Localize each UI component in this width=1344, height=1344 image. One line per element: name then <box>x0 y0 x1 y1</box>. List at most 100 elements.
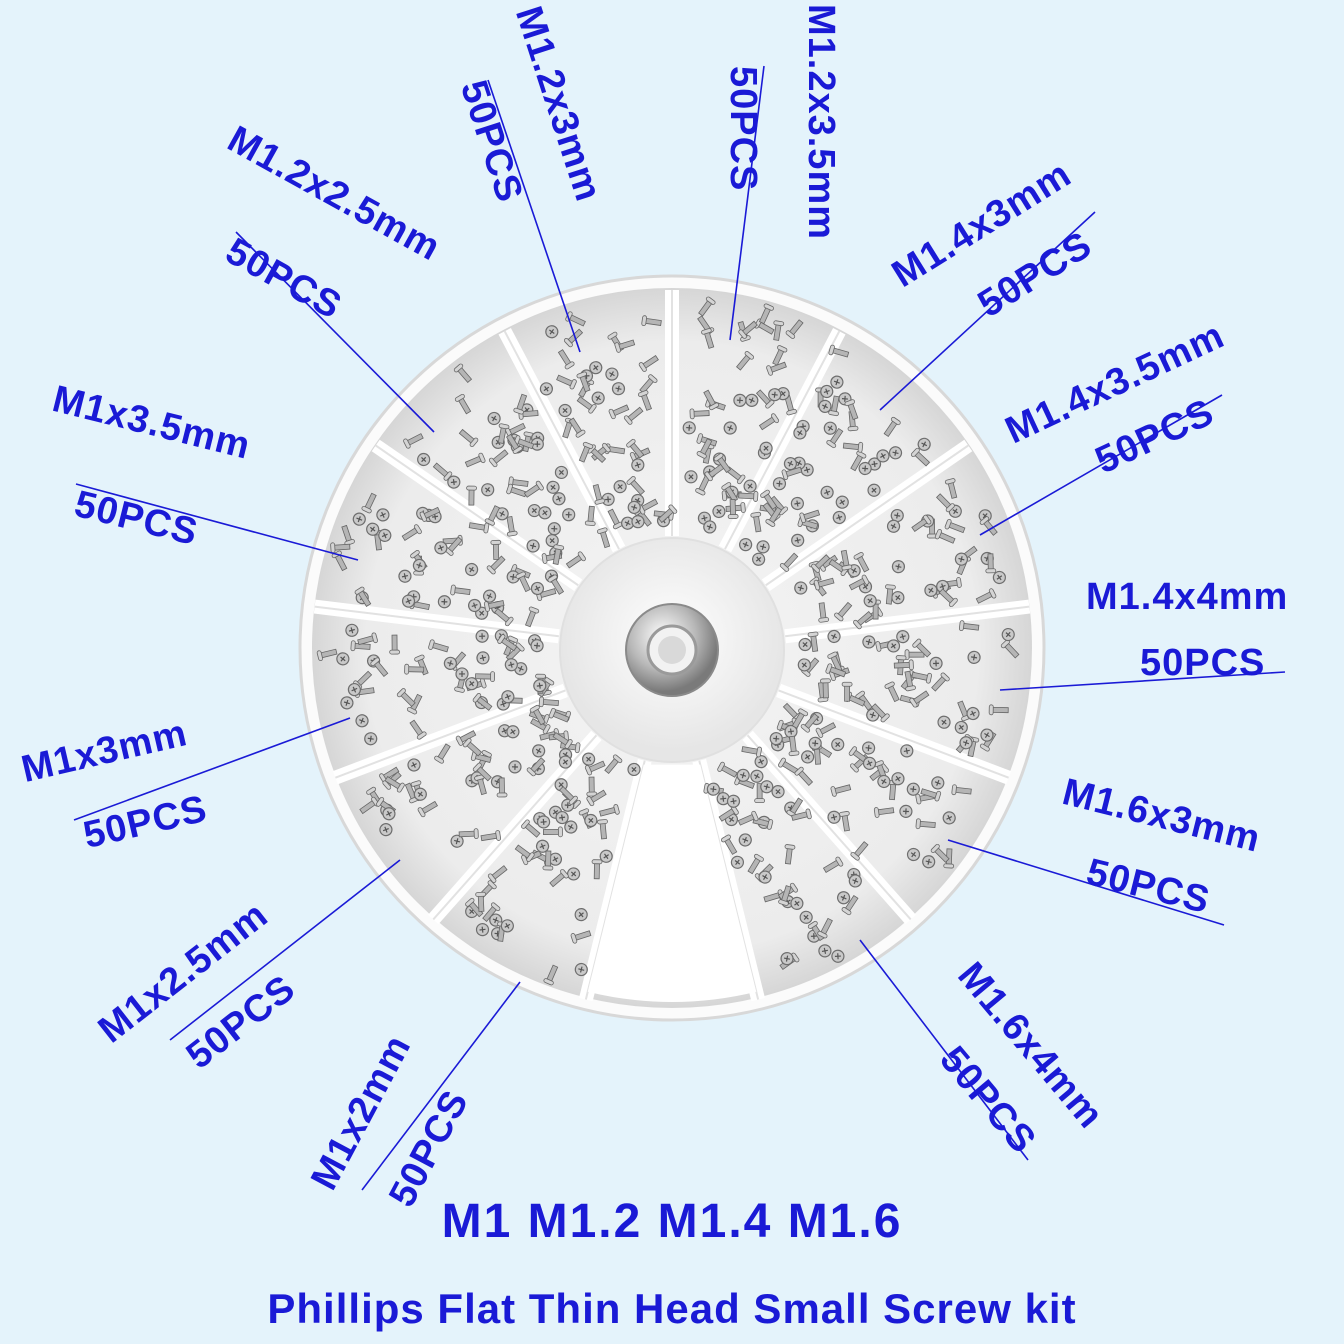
screw <box>475 923 490 937</box>
screw <box>830 375 844 389</box>
screw <box>453 363 473 384</box>
screw <box>943 848 955 869</box>
screw <box>727 499 739 520</box>
screw <box>798 637 812 652</box>
screw <box>850 450 867 472</box>
screw <box>472 693 493 711</box>
screw <box>548 852 563 866</box>
screw <box>725 466 746 485</box>
screw <box>613 480 627 494</box>
screw <box>545 325 559 339</box>
screw <box>316 648 338 661</box>
screw <box>942 811 956 825</box>
screw <box>513 393 528 415</box>
leader-line <box>859 939 1029 1161</box>
screw <box>871 703 890 723</box>
screw <box>608 404 630 420</box>
screw <box>586 789 607 807</box>
screw <box>861 741 876 755</box>
screw <box>936 493 955 513</box>
screw <box>758 870 772 884</box>
screw <box>576 371 591 393</box>
screw <box>862 635 876 649</box>
screw <box>893 659 914 671</box>
screw <box>820 678 831 699</box>
screw <box>793 426 807 440</box>
screw <box>361 492 377 514</box>
screw <box>454 672 467 693</box>
screw <box>934 529 956 544</box>
screw <box>542 850 554 871</box>
screw <box>458 828 479 839</box>
screw <box>723 421 737 435</box>
screw <box>791 533 805 547</box>
screw <box>450 584 471 596</box>
screw <box>790 496 804 511</box>
screw <box>484 505 501 526</box>
screw <box>738 491 759 502</box>
screw <box>578 441 594 463</box>
screw <box>481 483 495 497</box>
screw <box>840 549 853 571</box>
screw <box>601 492 615 507</box>
screw <box>750 511 762 533</box>
screw <box>591 859 603 880</box>
screw <box>357 632 378 646</box>
screw <box>944 519 966 534</box>
screw <box>817 917 833 939</box>
screw <box>526 539 540 553</box>
screw <box>750 769 764 783</box>
screw <box>703 520 717 534</box>
screw <box>508 760 522 774</box>
divider-edge <box>765 444 969 587</box>
screw <box>721 482 739 503</box>
screw <box>552 492 566 506</box>
screw <box>825 663 847 678</box>
screw <box>888 446 903 460</box>
screw <box>944 478 958 499</box>
screw <box>835 495 849 509</box>
screw <box>543 964 559 986</box>
screw <box>379 823 393 837</box>
screw <box>417 452 431 467</box>
screw <box>773 320 785 341</box>
screw <box>487 411 501 426</box>
screw <box>347 682 361 697</box>
screw <box>370 657 389 677</box>
screw <box>384 775 405 793</box>
screw <box>954 720 968 735</box>
screw <box>547 522 561 536</box>
screw <box>432 462 453 481</box>
screw <box>570 930 592 944</box>
screw <box>917 437 931 451</box>
screw <box>855 690 873 711</box>
screw <box>896 630 910 644</box>
screw <box>379 766 400 784</box>
divider-edge <box>314 605 559 638</box>
screw <box>638 390 652 411</box>
screw <box>808 736 822 750</box>
screw <box>820 485 834 499</box>
screw <box>409 719 427 740</box>
screw <box>574 908 588 922</box>
screw <box>772 477 787 491</box>
screw <box>525 606 540 628</box>
screw <box>828 395 840 417</box>
screw <box>514 844 535 862</box>
screw <box>781 466 803 480</box>
leader-line <box>999 671 1286 691</box>
screw <box>883 416 901 437</box>
screw <box>467 598 482 613</box>
screw <box>548 708 570 723</box>
screw <box>769 732 783 746</box>
screw <box>434 743 451 764</box>
screw <box>539 382 553 396</box>
screw <box>475 629 489 643</box>
screw <box>877 774 891 789</box>
screw <box>488 449 509 468</box>
screw <box>521 819 541 838</box>
screw <box>736 768 750 782</box>
screw <box>447 475 461 489</box>
screw <box>936 579 950 594</box>
